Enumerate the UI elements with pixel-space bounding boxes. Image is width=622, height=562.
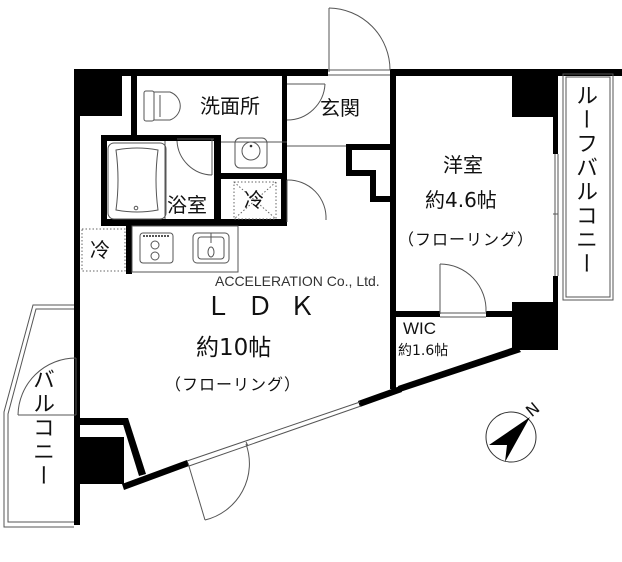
kitchen-counter [131, 225, 239, 273]
fridge-label-2: 冷 [90, 238, 110, 262]
balcony-label: バルコニー [29, 368, 54, 488]
entrance-label: 玄関 [320, 96, 360, 120]
western-room-flooring: （フローリング） [398, 230, 535, 249]
ldk-label: ＬＤＫ [205, 292, 332, 322]
western-room-label: 洋室 [443, 153, 483, 177]
washroom-door[interactable] [286, 83, 326, 121]
wic-door[interactable] [439, 263, 487, 318]
ldk-size: 約10帖 [196, 335, 272, 361]
compass-north-arrow [485, 411, 537, 463]
toilet-fixture [143, 90, 181, 122]
ldk-flooring: （フローリング） [165, 375, 302, 394]
wic-label: WIC [403, 319, 437, 338]
bathroom-door[interactable] [176, 138, 214, 176]
front-door[interactable] [328, 7, 391, 76]
balcony-outline [3, 304, 77, 528]
roof-balcony-label: ルーフバルコニー [572, 84, 597, 276]
closet-door[interactable] [286, 179, 327, 222]
washroom-label: 洗面所 [200, 94, 260, 118]
bathroom-label: 浴室 [167, 193, 207, 217]
fridge-space-2 [81, 228, 126, 272]
roof-balcony-outline [562, 73, 614, 301]
fridge-label-1: 冷 [244, 188, 264, 212]
bathtub-fixture [107, 141, 167, 220]
western-room-window [553, 154, 559, 276]
western-room-size: 約4.6帖 [425, 188, 497, 212]
ldk-door[interactable] [187, 443, 250, 521]
watermark: ACCELERATION Co., Ltd. [215, 273, 380, 289]
fridge-space-1 [233, 181, 277, 220]
wic-size: 約1.6帖 [398, 343, 449, 359]
window-ldk [186, 401, 362, 467]
walls [74, 69, 622, 525]
